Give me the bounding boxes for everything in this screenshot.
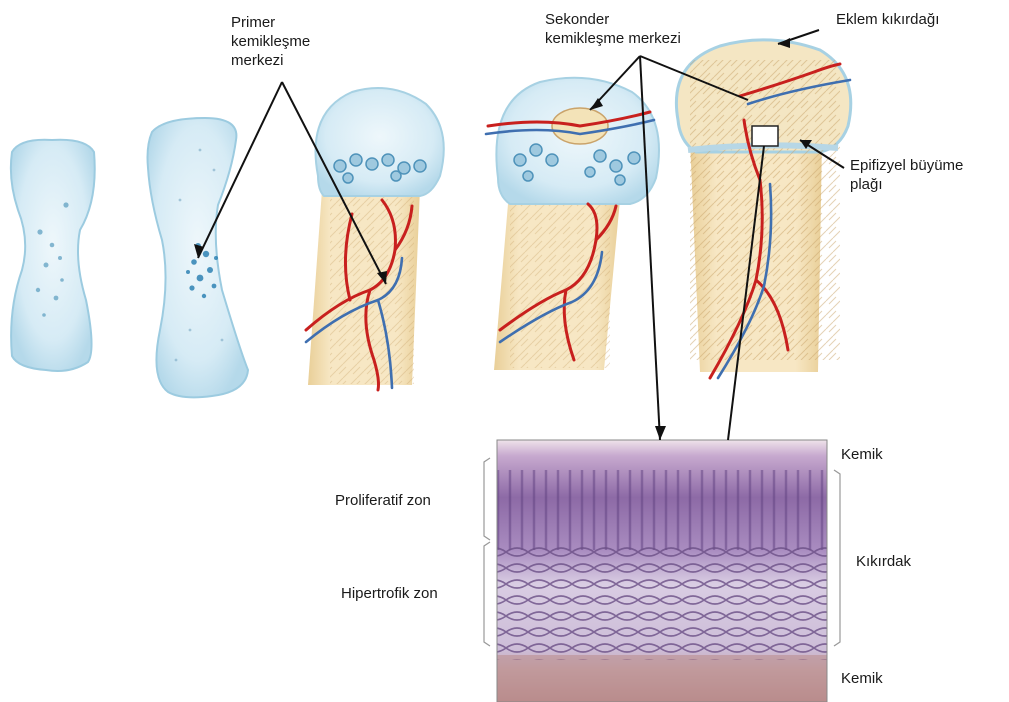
label-secondary-line-1: Sekonder xyxy=(545,10,681,29)
label-cartilage: Kıkırdak xyxy=(856,552,911,571)
stage-4-secondary-center xyxy=(486,78,659,370)
stage-5-mature-epiphysis xyxy=(676,40,850,378)
label-secondary-center: Sekonder kemikleşme merkezi xyxy=(545,10,681,48)
label-bone-bottom: Kemik xyxy=(841,669,883,688)
label-primary-line-3: merkezi xyxy=(231,51,310,70)
label-articular-cartilage: Eklem kıkırdağı xyxy=(836,10,939,29)
stage-3-vascular-invasion xyxy=(306,88,444,390)
label-secondary-line-2: kemikleşme merkezi xyxy=(545,29,681,48)
label-proliferative-zone: Proliferatif zon xyxy=(335,491,431,510)
label-bone-top: Kemik xyxy=(841,445,883,464)
label-growth-plate-line-2: plağı xyxy=(850,175,963,194)
stage-1-cartilage-model xyxy=(11,140,95,371)
label-growth-plate-line-1: Epifizyel büyüme xyxy=(850,156,963,175)
histology-micrograph xyxy=(497,440,827,702)
label-growth-plate: Epifizyel büyüme plağı xyxy=(850,156,963,194)
label-primary-line-1: Primer xyxy=(231,13,310,32)
label-primary-center: Primer kemikleşme merkezi xyxy=(231,13,310,70)
label-hypertrophic-zone: Hipertrofik zon xyxy=(341,584,438,603)
label-primary-line-2: kemikleşme xyxy=(231,32,310,51)
